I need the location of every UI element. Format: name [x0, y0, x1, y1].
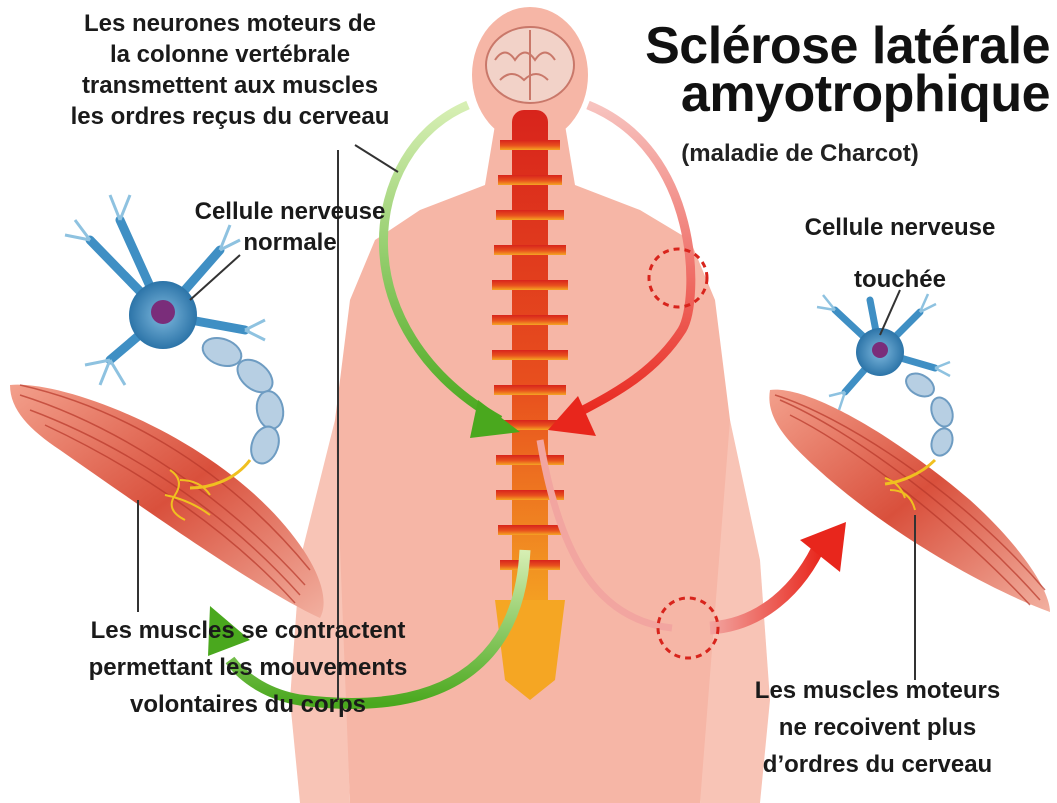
- muscle-right: [769, 390, 1050, 612]
- diagram-subtitle: (maladie de Charcot): [620, 140, 980, 168]
- label-muscles-no-orders: Les muscles moteurs ne recoivent plus d’…: [705, 672, 1050, 783]
- label-motor-neurons: Les neurones moteurs de la colonne verté…: [15, 8, 445, 132]
- label-normal-cell: Cellule nerveuse normale: [160, 196, 420, 258]
- label-affected-cell: Cellule nerveuse touchée: [760, 202, 1040, 306]
- diagram-title: Sclérose latérale amyotrophique: [520, 22, 1050, 118]
- label-muscles-contract: Les muscles se contractent permettant le…: [28, 612, 468, 723]
